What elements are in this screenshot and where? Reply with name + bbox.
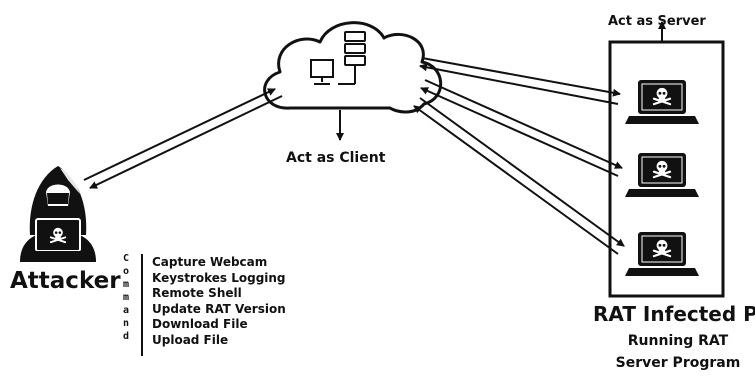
command-letter: m	[122, 292, 130, 303]
cloud-to-attacker-arrow	[89, 95, 283, 189]
command-divider	[141, 254, 143, 356]
attacker-label: Attacker	[10, 268, 121, 294]
command-letter: a	[122, 305, 130, 316]
command-word: C o m m a n d	[120, 252, 132, 343]
command-item: Capture Webcam	[152, 255, 268, 269]
cloud-icon	[263, 21, 443, 114]
rat-title: RAT Infected PC	[593, 302, 755, 326]
laptop-3-to-cloud-arrow	[413, 105, 619, 255]
command-letter: d	[122, 331, 130, 342]
command-letter: C	[122, 253, 130, 264]
command-list: Capture Webcam Keystrokes Logging Remote…	[152, 255, 286, 348]
command-letter: m	[122, 279, 130, 290]
server-icon	[338, 31, 366, 85]
monitor-icon	[310, 59, 334, 85]
cloud-to-laptop-2-arrow	[424, 79, 623, 169]
command-item: Upload File	[152, 332, 229, 347]
attacker-to-cloud-arrow	[83, 88, 276, 181]
command-item: Update RAT Version	[152, 301, 286, 316]
command-letter: n	[122, 318, 130, 329]
command-letter: o	[122, 266, 130, 277]
command-item: Download File	[152, 317, 248, 331]
hacker-icon	[20, 166, 96, 262]
server-label: Act as Server	[608, 14, 706, 29]
command-item: Remote Shell	[152, 286, 242, 300]
laptop-2-to-cloud-arrow	[420, 87, 619, 177]
client-label: Act as Client	[286, 150, 386, 166]
laptop-1-to-cloud-arrow	[419, 63, 619, 105]
cloud-to-laptop-3-arrow	[419, 97, 625, 247]
command-item: Keystrokes Logging	[152, 270, 286, 285]
rat-subtitle: Running RAT Server Program	[615, 333, 741, 371]
cloud-to-laptop-1-arrow	[421, 57, 621, 97]
